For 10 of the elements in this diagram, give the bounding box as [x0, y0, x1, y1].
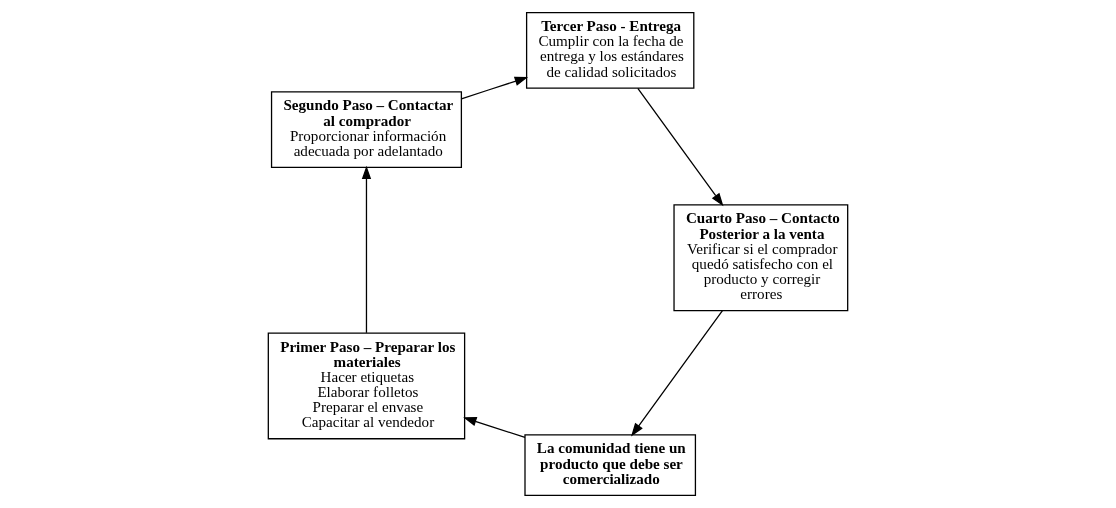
arrow	[463, 417, 526, 439]
arrow	[460, 76, 529, 100]
arrow	[631, 310, 724, 437]
node-box: Tercer Paso - Entrega Cumplir con la fecha de entrega y los estándares de calidad solicitados	[525, 12, 695, 89]
arrow	[361, 165, 372, 334]
node-box: Cuarto Paso – Contacto Posterior a la venta Verificar si el comprador quedó satisfecho con el producto y corregir errores	[673, 204, 849, 312]
node-box: Primer Paso – Preparar los materiales Hacer etiquetas Elaborar folletos Preparar el envase Capacitar al vendedor	[267, 332, 466, 440]
node-box: Segundo Paso – Contactar al comprador Proporcionar información adecuada por adelantado	[270, 91, 463, 169]
node-box: La comunidad tiene un producto que debe ser comercializado	[524, 434, 697, 496]
arrow	[637, 87, 724, 207]
